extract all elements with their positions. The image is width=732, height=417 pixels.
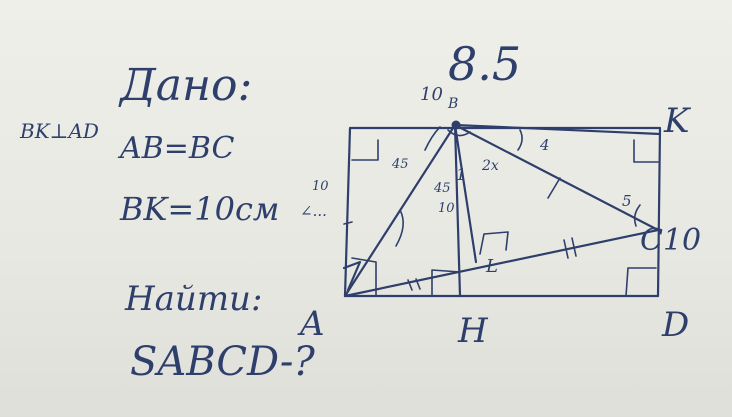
- bracket-ab: [395, 209, 404, 247]
- angle-arc-b-middle: [447, 129, 471, 137]
- find-label: Найти:: [124, 279, 262, 319]
- tick-marks-lc: [563, 237, 577, 259]
- angle-arc-c: [633, 204, 641, 227]
- given-condition-2: AB=BC: [117, 131, 234, 166]
- right-angle-l: [479, 231, 509, 255]
- label-angle-45-b: 45: [433, 181, 451, 196]
- right-angle-h: [431, 269, 461, 297]
- right-angle-bottom-left: [351, 257, 377, 297]
- given-condition-1: BK⊥AD: [19, 119, 99, 143]
- angle-mark-a: [342, 260, 362, 292]
- label-b: B: [447, 96, 458, 112]
- segment-bl: [453, 123, 478, 264]
- tick-mark-ab: [343, 221, 353, 225]
- label-l: L: [485, 256, 498, 277]
- right-angle-bottom-right: [625, 267, 657, 297]
- segment-ac: [343, 228, 660, 298]
- segment-bh: [453, 123, 462, 298]
- label-a: A: [297, 304, 325, 344]
- label-10-side: 10: [312, 179, 329, 194]
- label-10-top: 10: [420, 84, 443, 105]
- label-4: 4: [539, 136, 550, 154]
- segment-bk: [453, 123, 662, 136]
- angle-arc-b-left: [424, 126, 441, 151]
- label-angle-45-a: 45: [391, 157, 409, 172]
- vertex-b-dot: [451, 120, 461, 130]
- given-condition-3: BK=10см: [119, 190, 279, 228]
- right-angle-top-right: [633, 139, 659, 163]
- tick-mark-bc: [547, 177, 561, 199]
- label-h: H: [457, 311, 489, 351]
- label-10-mid: 10: [438, 201, 455, 216]
- segment-bc: [453, 123, 660, 232]
- outer-rectangle: [343, 126, 662, 298]
- problem-number: 8.5: [448, 37, 521, 91]
- label-c: C10: [640, 223, 701, 258]
- tick-marks-al: [407, 278, 421, 291]
- given-condition-4: ∠...: [300, 202, 327, 220]
- given-title: Дано:: [118, 60, 252, 111]
- angle-arc-b-right: [517, 129, 523, 151]
- right-angle-top-left: [351, 139, 379, 161]
- label-mark-1: 1: [456, 165, 466, 184]
- label-k: K: [663, 101, 692, 141]
- label-d: D: [661, 305, 689, 345]
- find-value: SABCD-?: [130, 339, 315, 385]
- label-angle-2x: 2x: [481, 158, 499, 174]
- label-5: 5: [622, 192, 632, 210]
